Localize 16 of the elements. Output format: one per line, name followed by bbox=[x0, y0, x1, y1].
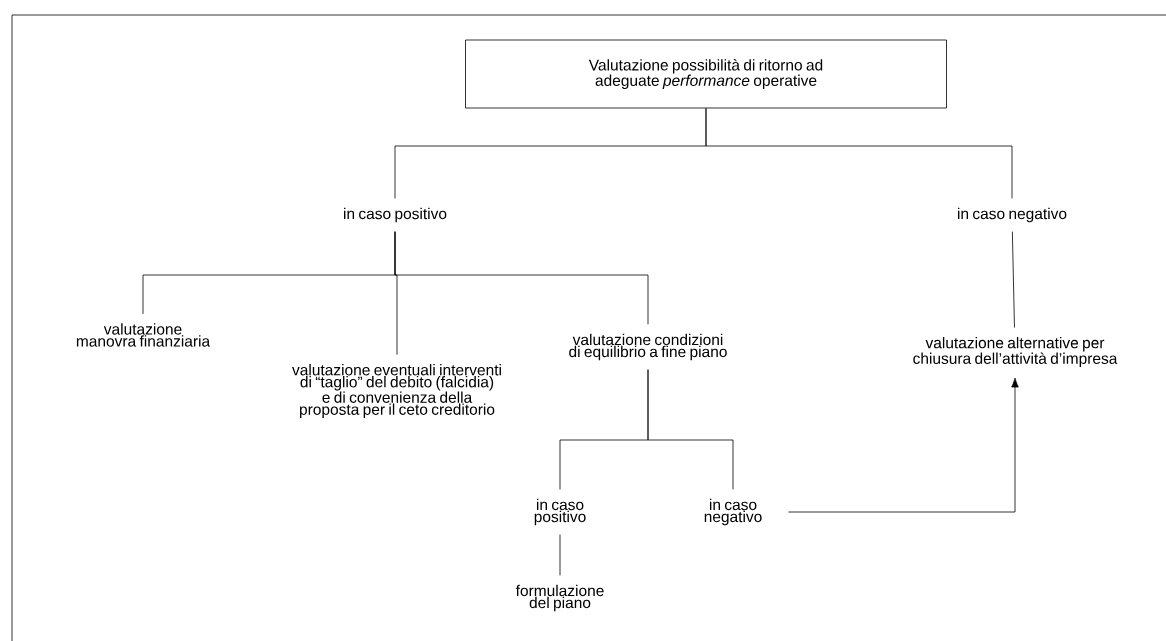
step-text: formulazione del piano bbox=[515, 584, 604, 612]
connector-line bbox=[788, 377, 1019, 513]
connector-line bbox=[705, 108, 1013, 199]
branch-label: in caso positivo bbox=[534, 498, 586, 526]
step-text: valutazione manovra finanziaria bbox=[76, 323, 211, 347]
branch-label: in caso negativo bbox=[958, 207, 1067, 223]
connector-line bbox=[1011, 231, 1015, 328]
branch-label: in caso negativo bbox=[704, 498, 762, 526]
step-text: valutazione condizioni di equilibrio a fine piano bbox=[569, 333, 727, 361]
process-box: Valutazione possibilità di ritorno ad adeguate performance operative bbox=[465, 39, 947, 109]
branch-label: in caso positivo bbox=[344, 207, 447, 223]
connector-line bbox=[647, 369, 734, 490]
step-text: valutazione alternative per chiusura dell’attività d’impresa bbox=[913, 336, 1118, 368]
connector-line bbox=[559, 534, 561, 576]
step-text: valutazione eventuali interventi di “taglio” del debito (falcidia) e di convenienza della proposta per il ceto creditorio bbox=[292, 364, 501, 418]
connector-line bbox=[394, 231, 649, 325]
